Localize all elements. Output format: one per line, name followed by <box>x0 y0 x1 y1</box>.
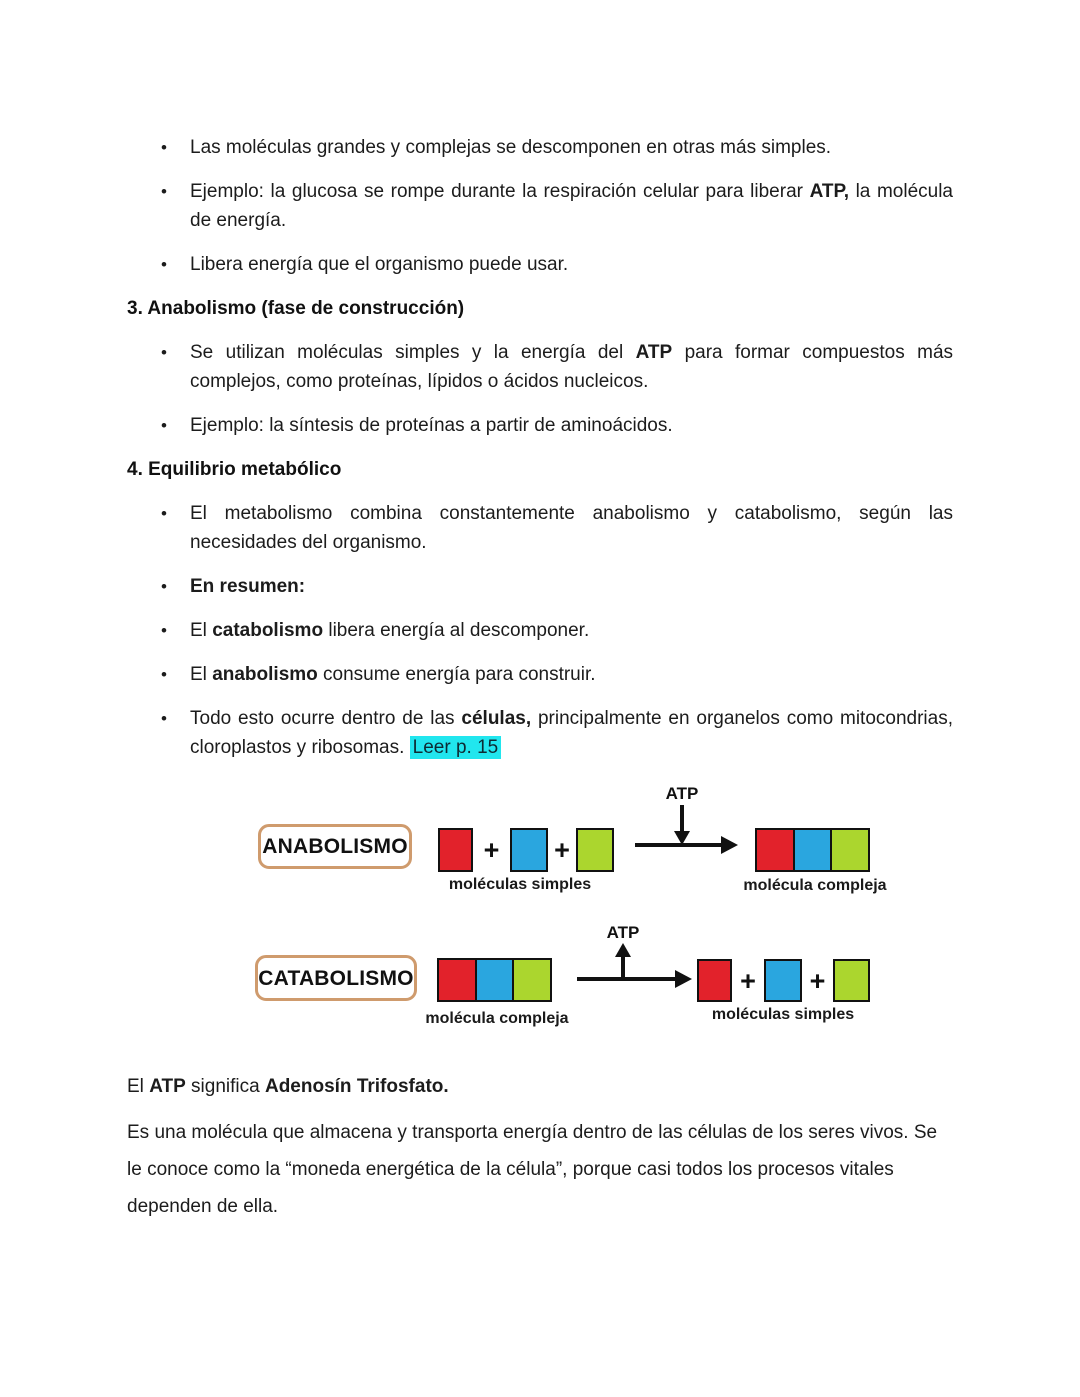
list-item-text: Se utilizan moléculas simples y la energ… <box>190 338 953 396</box>
bullet-icon: • <box>161 709 167 728</box>
plus-sign: + <box>740 965 756 996</box>
text-run: para formar compuestos más complejos, co… <box>190 342 954 392</box>
anabolismo-label-box: ANABOLISMO <box>258 824 412 869</box>
text-run: Se utilizan moléculas simples y la energ… <box>190 342 636 363</box>
bullet-icon: • <box>161 665 167 684</box>
blue-segment <box>792 828 833 872</box>
plus-sign: + <box>809 965 826 996</box>
text-run: libera energía al descomponer. <box>323 620 590 641</box>
complex-molecule <box>755 828 870 872</box>
bullet-icon: • <box>161 138 167 157</box>
green-molecule-square <box>833 959 870 1002</box>
complex-molecule-caption: molécula compleja <box>425 1010 569 1027</box>
section-heading-equilibrio: 4. Equilibrio metabólico <box>127 459 342 480</box>
list-item-text: Las moléculas grandes y complejas se des… <box>190 133 953 162</box>
atp-definition: El ATP significa Adenosín Trifosfato. <box>127 1072 953 1101</box>
text-run-bold: En resumen: <box>190 576 306 597</box>
list-item: • Se utilizan moléculas simples y la ene… <box>127 338 953 396</box>
blue-segment <box>474 958 515 1002</box>
list-item: • Las moléculas grandes y complejas se d… <box>127 133 953 162</box>
list-item: • Ejemplo: la síntesis de proteínas a pa… <box>127 411 953 440</box>
plus-sign: + <box>483 834 500 865</box>
highlighted-note: Leer p. 15 <box>409 736 502 759</box>
green-segment <box>830 828 870 872</box>
bullet-icon: • <box>161 182 167 201</box>
reaction-arrow-right-icon <box>675 970 692 988</box>
anabolismo-label: ANABOLISMO <box>262 835 408 858</box>
text-run: Las moléculas grandes y complejas se des… <box>190 137 832 158</box>
list-item-text: El catabolismo libera energía al descomp… <box>190 616 953 645</box>
list-item: • El catabolismo libera energía al desco… <box>127 616 953 645</box>
atp-arrow-down-icon <box>674 831 690 845</box>
reaction-arrow-right-icon <box>721 836 738 854</box>
document-body: • Las moléculas grandes y complejas se d… <box>127 133 953 1225</box>
text-run: El <box>127 1076 150 1097</box>
text-run-bold: ATP <box>149 1076 186 1097</box>
text-run-bold: Adenosín Trifosfato. <box>264 1076 449 1097</box>
catabolismo-label: CATABOLISMO <box>258 966 414 990</box>
red-segment <box>755 828 795 872</box>
list-item-text: En resumen: <box>190 572 953 601</box>
red-molecule-square <box>438 828 473 872</box>
list-item: • Libera energía que el organismo puede … <box>127 250 953 279</box>
list-item: • El metabolismo combina constantemente … <box>127 499 953 557</box>
text-run: la molécula de energía. <box>190 181 953 231</box>
text-run: El metabolismo combina constantemente an… <box>190 503 953 553</box>
list-item: • El anabolismo consume energía para con… <box>127 660 953 689</box>
list-item-text: El anabolismo consume energía para const… <box>190 660 953 689</box>
list-item-text: Libera energía que el organismo puede us… <box>190 250 953 279</box>
list-item: • Todo esto ocurre dentro de las células… <box>127 704 953 762</box>
text-run: consume energía para construir. <box>317 664 596 685</box>
blue-molecule-square <box>764 959 802 1002</box>
section-heading-anabolismo: 3. Anabolismo (fase de construcción) <box>127 298 465 319</box>
green-segment <box>512 958 552 1002</box>
reaction-arrow-shaft <box>577 977 677 981</box>
metabolism-diagram[interactable]: ANABOLISMO + + moléculas simples ATP mol… <box>127 777 953 1049</box>
text-run-bold: anabolismo <box>212 664 318 685</box>
text-run-bold: células, <box>461 708 532 729</box>
atp-arrow-shaft <box>621 955 625 981</box>
reaction-arrow-shaft <box>635 843 723 847</box>
list-item-text: El metabolismo combina constantemente an… <box>190 499 953 557</box>
catabolismo-label-box: CATABOLISMO <box>255 955 417 1001</box>
text-run: Todo esto ocurre dentro de las <box>190 708 462 729</box>
simple-molecules-caption: moléculas simples <box>448 876 592 893</box>
bullet-icon: • <box>161 343 167 362</box>
complex-molecule <box>437 958 552 1002</box>
simple-molecules-caption: moléculas simples <box>711 1006 855 1023</box>
atp-arrow-up-icon <box>615 943 631 957</box>
text-run-bold: catabolismo <box>212 620 324 641</box>
list-item-text: Ejemplo: la glucosa se rompe durante la … <box>190 177 953 235</box>
text-run: principalmente en organelos como mitocon… <box>190 708 954 758</box>
text-run-bold: ATP, <box>809 181 849 202</box>
complex-molecule-caption: molécula compleja <box>743 877 887 894</box>
list-item: • En resumen: <box>127 572 953 601</box>
bullet-icon: • <box>161 504 167 523</box>
bullet-icon: • <box>161 255 167 274</box>
bullet-icon: • <box>161 577 167 596</box>
list-item-text: Todo esto ocurre dentro de las células, … <box>190 704 953 762</box>
green-molecule-square <box>576 828 614 872</box>
bullet-icon: • <box>161 416 167 435</box>
red-segment <box>437 958 477 1002</box>
list-item-text: Ejemplo: la síntesis de proteínas a part… <box>190 411 953 440</box>
red-molecule-square <box>697 959 732 1002</box>
atp-description: Es una molécula que almacena y transport… <box>127 1122 938 1217</box>
atp-label: ATP <box>665 784 699 803</box>
atp-label: ATP <box>606 923 640 942</box>
plus-sign: + <box>554 834 570 865</box>
text-run: El <box>190 620 213 641</box>
text-run-bold: ATP <box>635 342 673 363</box>
text-run: Libera energía que el organismo puede us… <box>190 254 569 275</box>
bullet-icon: • <box>161 621 167 640</box>
atp-arrow-shaft <box>680 805 684 833</box>
text-run: significa <box>185 1076 265 1097</box>
text-run: Ejemplo: la glucosa se rompe durante la … <box>190 181 810 202</box>
list-item: • Ejemplo: la glucosa se rompe durante l… <box>127 177 953 235</box>
blue-molecule-square <box>510 828 548 872</box>
text-run: Ejemplo: la síntesis de proteínas a part… <box>190 415 673 436</box>
text-run: El <box>190 664 213 685</box>
